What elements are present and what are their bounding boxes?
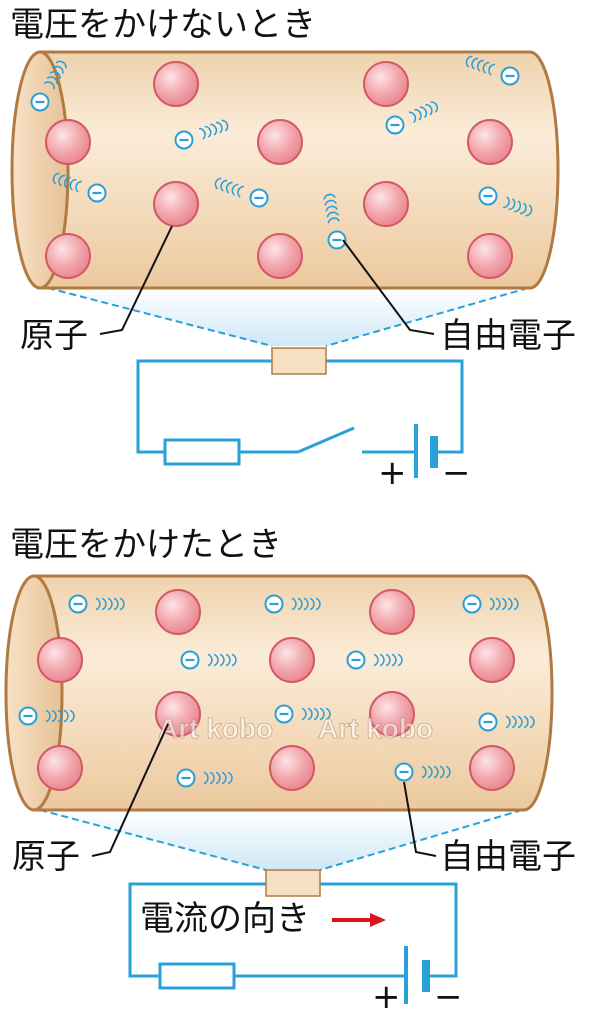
atom-icon: [363, 181, 409, 227]
atom-icon: [37, 637, 83, 683]
electron-icon: [478, 712, 535, 732]
top-conductor-segment: [271, 347, 327, 375]
bottom-zoom-line-left: [39, 809, 267, 871]
electron-icon: [18, 706, 75, 726]
atom-icon: [467, 119, 513, 165]
electron-icon: [52, 172, 107, 203]
top-circuit: [136, 347, 464, 478]
top-zoom-line-left: [47, 287, 273, 347]
top-atoms: [45, 61, 513, 279]
top-zoom-beam: [48, 288, 528, 346]
top-electron-label: 自由電子: [440, 316, 576, 356]
watermark-1: Art kobo: [158, 713, 273, 744]
current-direction-arrow-icon: [332, 913, 386, 927]
atom-icon: [469, 637, 515, 683]
atom-icon: [369, 589, 415, 635]
atom-icon: [257, 119, 303, 165]
atom-icon: [467, 233, 513, 279]
top-switch-icon: [297, 426, 355, 454]
top-plus-sign: +: [378, 453, 407, 493]
electron-icon: [214, 177, 269, 208]
bottom-conductor-segment: [265, 869, 321, 897]
bottom-electron-label: 自由電子: [440, 837, 576, 877]
bottom-electron-leader: [403, 781, 437, 857]
atom-icon: [469, 745, 515, 791]
top-atom-leader: [99, 225, 173, 335]
electron-icon: [394, 762, 451, 782]
electron-icon: [274, 704, 331, 724]
electron-icon: [323, 193, 347, 250]
current-direction-label: 電流の向き: [140, 899, 310, 939]
atom-icon: [153, 61, 199, 107]
bottom-panel: 電圧をかけたとき Art kobo Art kobo 原子 自由電子 電流の向き: [4, 525, 576, 1017]
electron-icon: [30, 60, 67, 112]
top-minus-sign: −: [442, 453, 471, 493]
atom-icon: [153, 181, 199, 227]
atom-icon: [269, 637, 315, 683]
atom-icon: [269, 745, 315, 791]
electron-icon: [462, 594, 519, 614]
top-conductor-end-cap: [10, 50, 70, 290]
electron-icon: [176, 768, 233, 788]
electron-icon: [465, 55, 520, 86]
top-resistor-icon: [163, 438, 241, 466]
bottom-zoom-line-right: [319, 809, 523, 871]
top-title: 電圧をかけないとき: [10, 5, 316, 45]
bottom-conductor: [4, 574, 554, 812]
electron-icon: [346, 650, 403, 670]
bottom-circuit: [128, 869, 458, 1004]
bottom-atom-leader: [91, 723, 169, 857]
electron-icon: [174, 119, 229, 150]
electron-icon: [385, 101, 438, 135]
atom-icon: [155, 589, 201, 635]
electron-icon: [180, 650, 237, 670]
atom-icon: [363, 61, 409, 107]
top-electron-leader: [342, 239, 435, 335]
atom-icon: [257, 233, 303, 279]
electron-icon: [264, 594, 321, 614]
bottom-minus-sign: −: [434, 977, 463, 1017]
electron-icon: [478, 186, 533, 217]
bottom-atom-label: 原子: [12, 837, 80, 877]
top-atom-label: 原子: [20, 316, 88, 356]
bottom-resistor-icon: [158, 962, 236, 990]
atom-icon: [369, 691, 415, 737]
atom-icon: [37, 745, 83, 791]
electron-icon: [68, 594, 125, 614]
bottom-zoom-beam: [40, 810, 522, 870]
watermark-2: Art kobo: [318, 713, 433, 744]
bottom-electrons: [18, 594, 535, 788]
top-zoom-line-right: [325, 287, 529, 347]
top-electrons: [30, 55, 533, 250]
atom-icon: [45, 119, 91, 165]
top-panel: 電圧をかけないとき 原子 自由電子 + −: [10, 5, 576, 493]
bottom-title: 電圧をかけたとき: [10, 525, 282, 565]
atom-icon: [45, 233, 91, 279]
bottom-plus-sign: +: [372, 977, 401, 1017]
